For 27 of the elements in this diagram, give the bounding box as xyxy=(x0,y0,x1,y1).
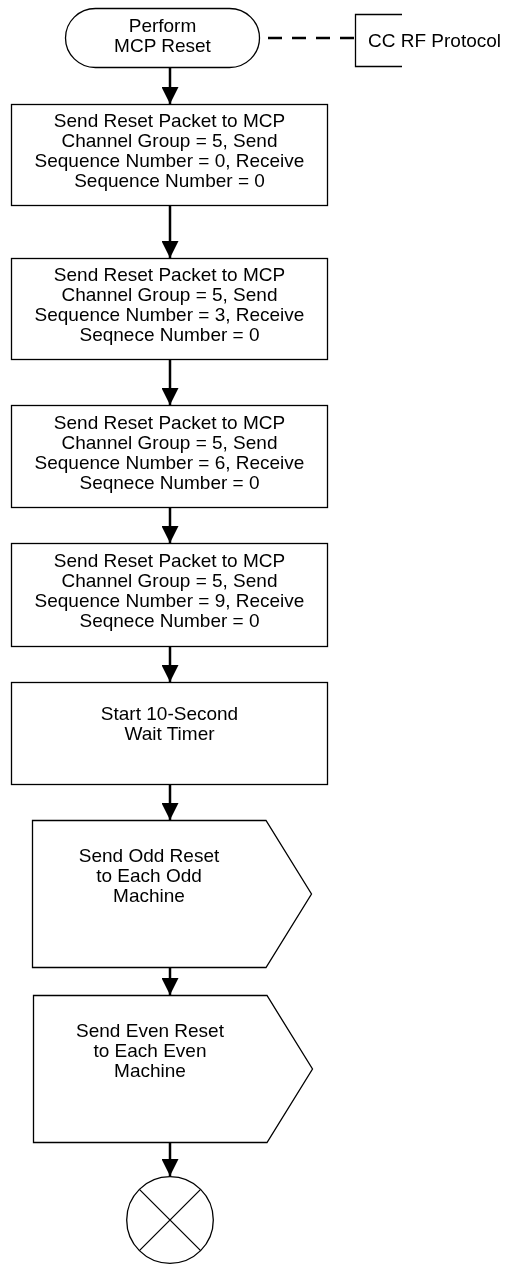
process-box xyxy=(11,543,328,647)
step-text: Send Reset Packet to MCP Channel Group = 5, Send Sequence Number = 3, Receive Seqnece Number = 0 xyxy=(33,265,306,345)
step-text: CC RF Protocol xyxy=(368,30,502,51)
dashed-connector xyxy=(268,36,355,40)
arrow xyxy=(161,508,179,543)
step-text: Send Odd Reset to Each Odd Machine xyxy=(77,846,221,906)
step-text: Perform MCP Reset xyxy=(113,16,212,56)
process-box xyxy=(11,104,328,206)
step-text: Start 10-Second Wait Timer xyxy=(99,704,240,744)
process-box xyxy=(11,405,328,508)
arrow xyxy=(161,68,179,104)
step-text: Send Reset Packet to MCP Channel Group = 5, Send Sequence Number = 9, Receive Seqnece Number = 0 xyxy=(33,551,306,631)
process-box xyxy=(11,258,328,360)
step-text: Send Reset Packet to MCP Channel Group = 5, Send Sequence Number = 6, Receive Seqnece Number = 0 xyxy=(33,412,306,493)
send-signal-shape xyxy=(33,995,313,1143)
end-connector-circle xyxy=(126,1176,214,1264)
step-text: Send Even Reset to Each Even Machine xyxy=(75,1021,225,1081)
arrow xyxy=(161,968,179,995)
process-box xyxy=(11,682,328,785)
arrow xyxy=(161,647,179,682)
arrow xyxy=(161,1143,179,1176)
arrow xyxy=(161,360,179,405)
start-terminator xyxy=(65,8,260,68)
arrow xyxy=(161,206,179,258)
send-signal-shape xyxy=(32,820,312,968)
arrow xyxy=(161,785,179,820)
step-text: Send Reset Packet to MCP Channel Group = 5, Send Sequence Number = 0, Receive Sequence Number = 0 xyxy=(33,111,306,191)
